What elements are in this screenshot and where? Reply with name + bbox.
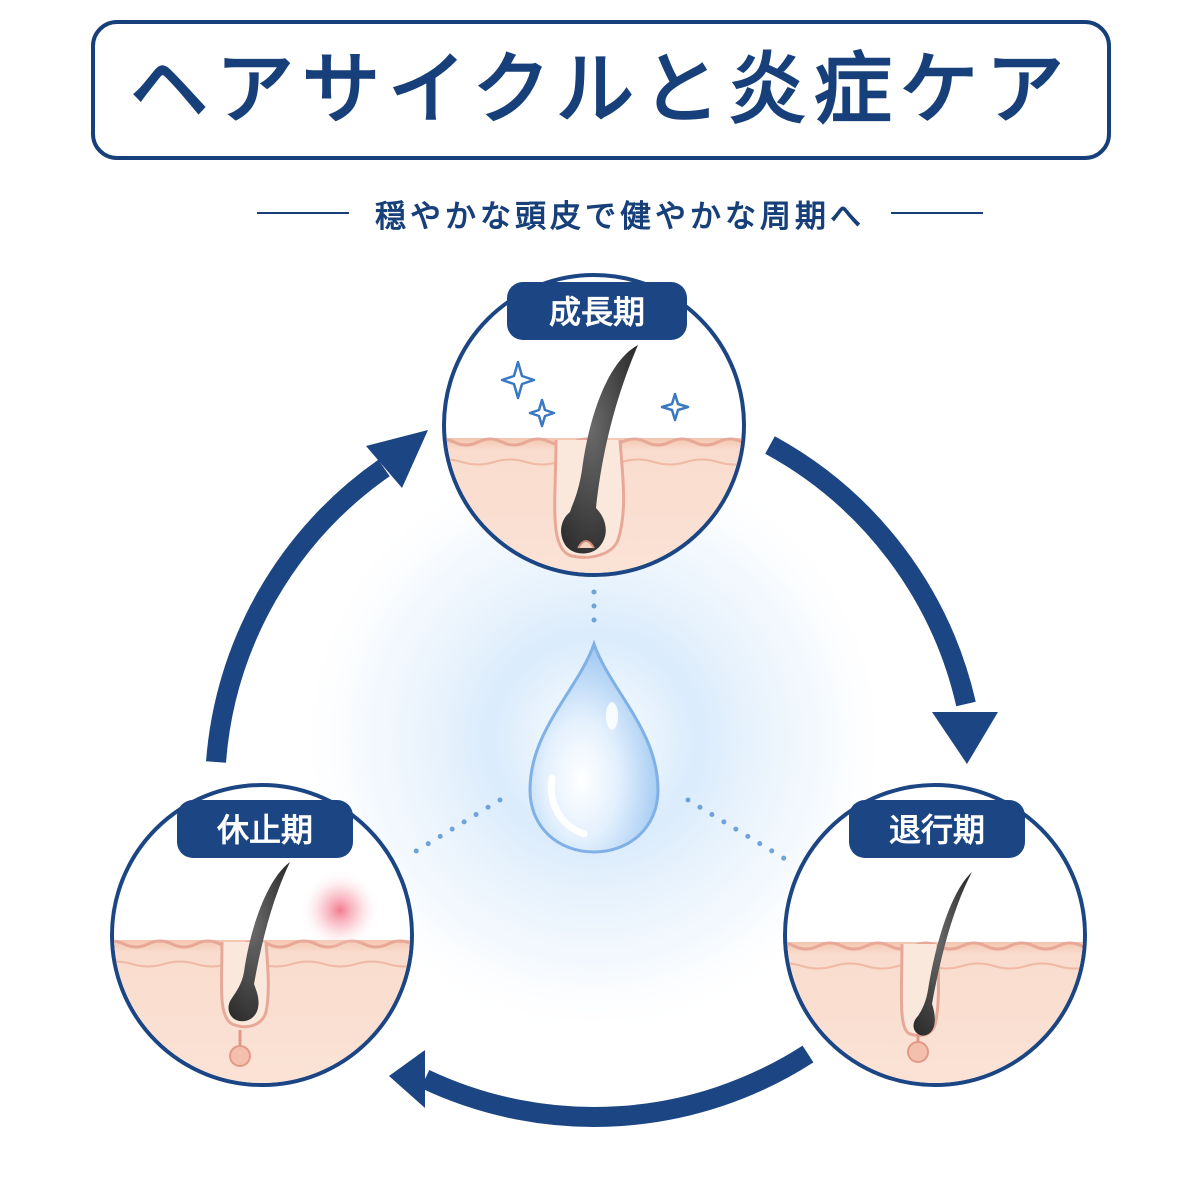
- hair-follicle-icon: [561, 345, 638, 554]
- connector-left: [405, 797, 503, 859]
- cycle-arrow-icon: [206, 436, 976, 1127]
- arrow-rest-to-growth: [206, 459, 390, 763]
- subtitle-rule-right: [891, 212, 983, 214]
- inflammation-spot: [300, 870, 380, 950]
- water-drop-icon: [528, 639, 660, 854]
- phase-rest: 休止期: [110, 783, 414, 1087]
- connector-right: [685, 797, 793, 865]
- phase-label-rest: 休止期: [216, 811, 313, 849]
- arrow-regression-to-rest: [420, 1045, 814, 1127]
- hair-follicle-icon: [228, 862, 290, 1022]
- arrowhead-right: [932, 712, 998, 764]
- subtitle-row: 穏やかな頭皮で健やかな周期へ: [200, 188, 1040, 238]
- phase-growth: 成長期: [442, 273, 746, 577]
- sparkle-icon: [500, 360, 690, 428]
- hair-follicle-icon: [913, 872, 972, 1036]
- title-box: ヘアサイクルと炎症ケア: [91, 20, 1111, 160]
- page-title: ヘアサイクルと炎症ケア: [129, 45, 1073, 135]
- dotted-connectors: [405, 589, 793, 865]
- subtitle: 穏やかな頭皮で健やかな周期へ: [375, 198, 865, 235]
- arrowhead-bottom: [389, 1050, 425, 1108]
- phase-label-growth: 成長期: [549, 293, 645, 331]
- arrowhead-left: [366, 430, 428, 488]
- arrow-growth-to-regression: [765, 436, 976, 707]
- phase-label-regression: 退行期: [889, 811, 985, 849]
- subtitle-rule-left: [257, 212, 349, 214]
